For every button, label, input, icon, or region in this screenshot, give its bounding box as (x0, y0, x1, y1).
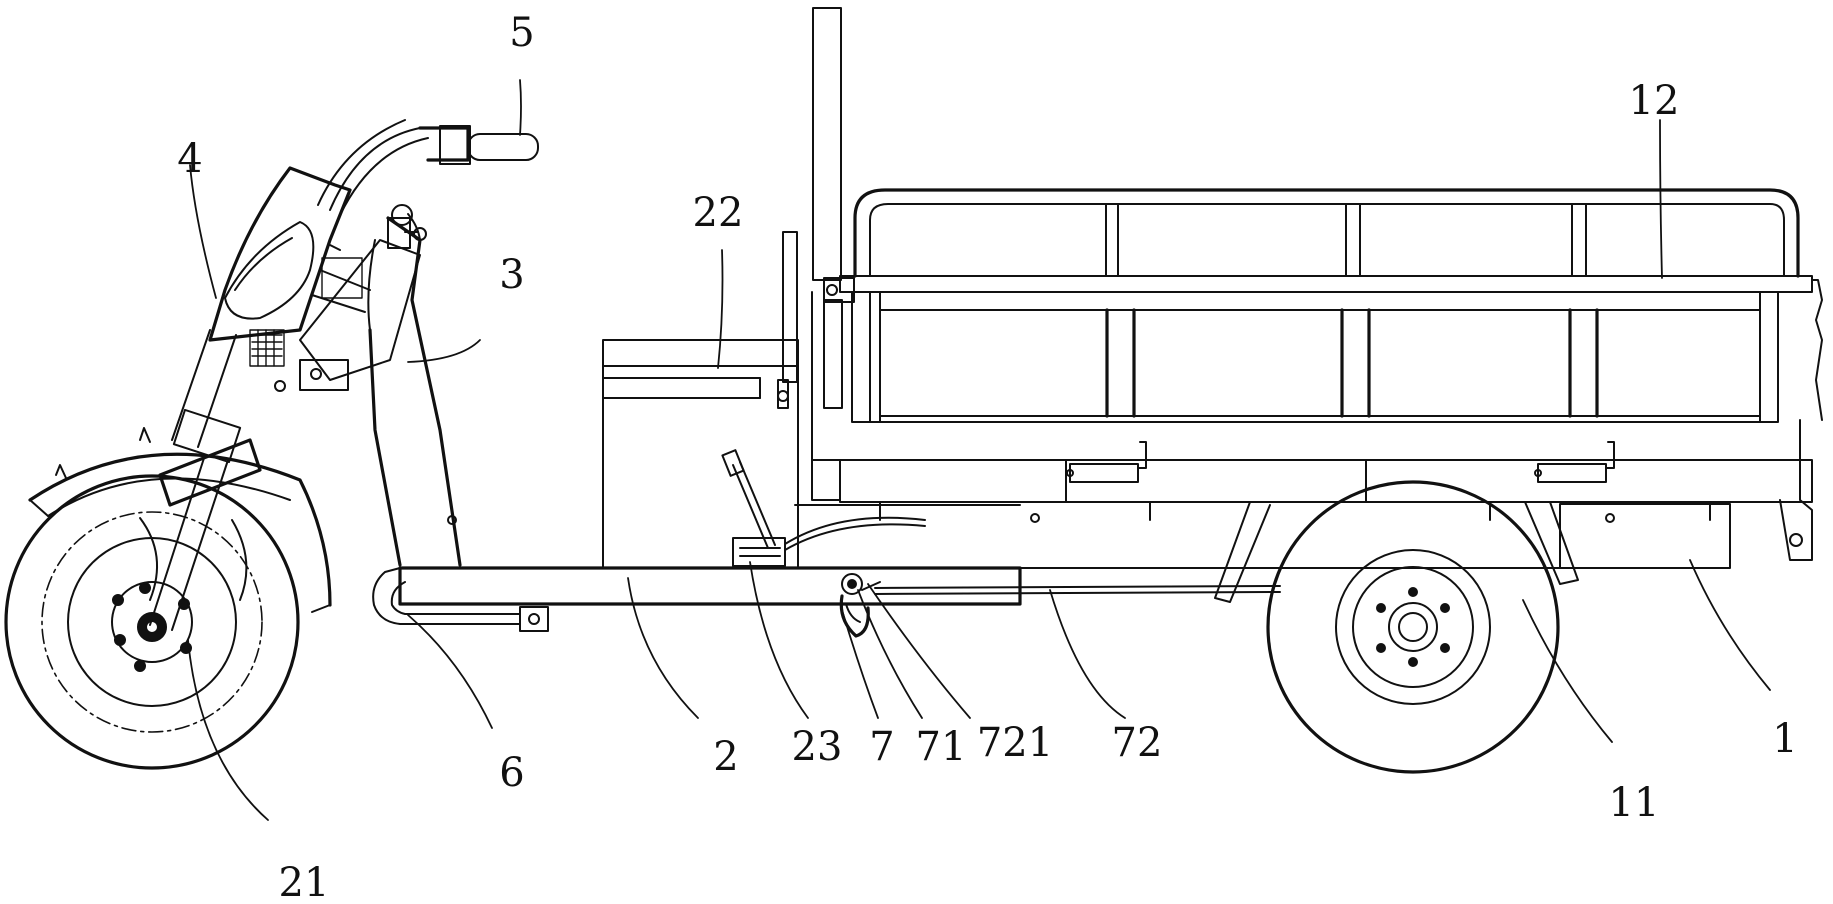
ref-numeral-721: 721 (977, 720, 1053, 766)
front-body-panel (367, 213, 462, 567)
leader-lines (187, 79, 1771, 821)
ref-numeral-5: 5 (509, 10, 534, 56)
ref-numeral-22: 22 (693, 190, 744, 236)
handlebar (299, 119, 539, 391)
front-fork (149, 329, 262, 631)
cargo-box (794, 188, 1823, 561)
battery-box (602, 231, 799, 569)
rear-frame (1214, 501, 1731, 603)
main-frame (372, 566, 1561, 632)
ref-numeral-3: 3 (499, 252, 524, 298)
ref-numeral-71: 71 (916, 724, 967, 770)
front-wheel (4, 474, 300, 770)
ref-numeral-21: 21 (279, 860, 330, 904)
ref-numeral-4: 4 (177, 136, 202, 182)
ref-numeral-72: 72 (1112, 720, 1163, 766)
ref-numeral-2: 2 (713, 734, 738, 780)
front-fender (28, 427, 332, 613)
ref-numeral-6: 6 (499, 750, 524, 796)
ref-numeral-11: 11 (1609, 780, 1660, 826)
front-cowl-headlight (208, 166, 352, 392)
hand-brake (721, 449, 926, 567)
rear-wheel (1266, 480, 1560, 774)
cargo-front-pole (812, 7, 842, 281)
ref-numeral-1: 1 (1772, 716, 1797, 762)
ref-numeral-23: 23 (792, 724, 843, 770)
reference-numerals: 5 4 3 22 12 6 2 23 7 71 721 72 11 1 21 (177, 10, 1797, 904)
ref-numeral-12: 12 (1629, 78, 1680, 124)
ref-numeral-7: 7 (869, 724, 894, 770)
